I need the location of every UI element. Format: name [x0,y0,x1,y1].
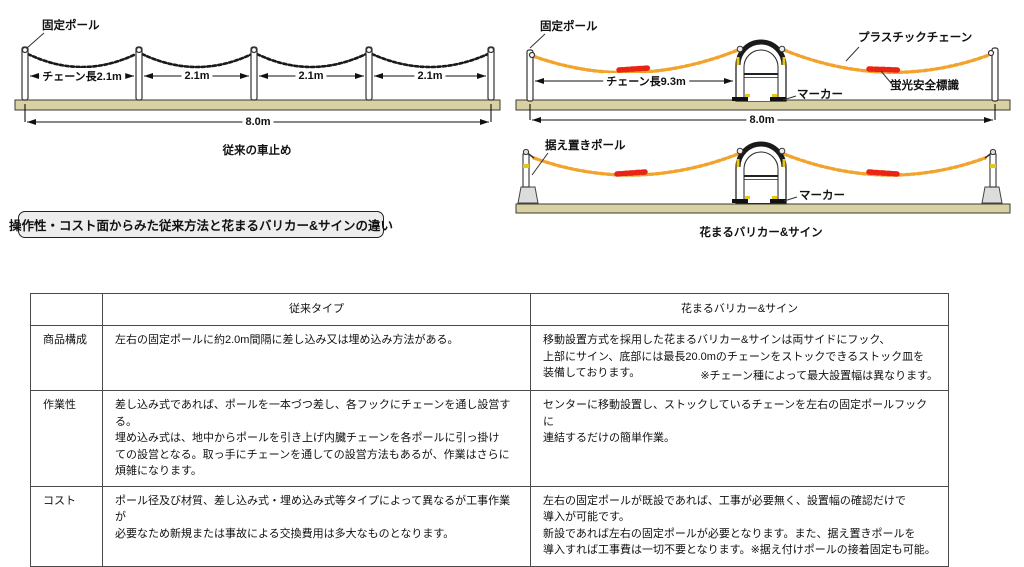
hanamaru-standing-diagram-svg [515,141,1011,214]
hook-icon [736,45,744,53]
ground-bar [515,203,1011,214]
cell-traditional: 差し込み式であれば、ポールを一本づつ差し、各フックにチェーンを通し設営する。 埋… [102,390,531,487]
safety-sign-label: 蛍光安全標識 [890,80,959,92]
table-row: コスト ポール径及び材質、差し込み式・埋め込み式等タイプによって異なるが工事作業… [30,485,949,567]
traditional-caption: 従来の車止め [222,145,292,157]
hook-icon [778,45,786,53]
chain-length-dim: チェーン長2.1m [39,68,125,84]
cell-note: ※チェーン種によって最大設置幅は異なります。 [700,369,938,382]
fixed-poles [21,46,495,101]
marker-label: マーカー [799,190,845,202]
fixed-poles [526,47,999,102]
leader-lines [531,152,798,202]
cell-traditional: ポール径及び材質、差し込み式・埋め込み式等タイプによって異なるが工事作業が 必要… [102,485,531,567]
span-dim: 2.1m [414,70,446,82]
row-label: 商品構成 [30,325,103,391]
barricade-arch [732,141,787,204]
section-title-box: 操作性・コスト面からみた従来方法と花まるバリカー&サインの違い [9,211,393,238]
span-dim: 2.1m [295,70,327,82]
standing-pole-left [517,148,539,204]
cell-hanamaru: 移動設置方式を採用した花まるバリカー&サインは両サイドにフック、 上部にサイン、… [530,325,949,391]
cell-text: 移動設置方式を採用した花まるバリカー&サインは両サイドにフック、 上部にサイン、… [543,334,925,379]
fluorescent-marks [616,65,902,73]
cell-text: センターに移動設置し、ストックしているチェーンを左右の固定ポールフックに 連結す… [543,399,928,444]
comparison-table: 従来タイプ 花まるバリカー&サイン 商品構成 左右の固定ポールに約2.0m間隔に… [30,293,949,567]
standing-pole-label: 据え置きポール [545,140,626,152]
cell-text: 差し込み式であれば、ポールを一本づつ差し、各フックにチェーンを通し設営する。 埋… [115,399,511,477]
table-row: 作業性 差し込み式であれば、ポールを一本づつ差し、各フックにチェーンを通し設営す… [30,390,949,487]
cell-text: ポール径及び材質、差し込み式・埋め込み式等タイプによって異なるが工事作業が 必要… [115,494,511,540]
hook-icon [736,147,744,155]
standing-pole-right [981,148,1003,204]
hanamaru-fixed-diagram-svg [515,33,1011,123]
cell-traditional: 左右の固定ポールに約2.0m間隔に差し込み又は埋め込み方法がある。 [102,325,531,391]
row-label: 作業性 [30,390,103,487]
fixed-pole-label: 固定ポール [540,21,598,33]
fixed-pole-label: 固定ポール [42,20,100,32]
hook-icon [778,147,786,155]
hanamaru-caption: 花まるバリカー&サイン [699,227,823,239]
cell-text: 左右の固定ポールが既設であれば、工事が必要無く、設置幅の確認だけで 導入が可能で… [543,494,936,557]
cell-hanamaru: 左右の固定ポールが既設であれば、工事が必要無く、設置幅の確認だけで 導入が可能で… [530,485,949,567]
section-title: 操作性・コスト面からみた従来方法と花まるバリカー&サインの違い [8,219,394,233]
row-label: コスト [30,485,103,567]
plastic-chain-label: プラスチックチェーン [858,32,973,44]
barricade-arch [732,39,787,102]
traditional-diagram-svg [14,32,501,125]
col-header-traditional: 従来タイプ [102,293,531,326]
fluorescent-marks [614,169,900,177]
total-width-dim: 8.0m [242,116,274,128]
marker-label: マーカー [797,89,843,101]
span-dim: 2.1m [181,70,213,82]
total-width-dim: 8.0m [746,114,778,126]
black-chain [26,52,490,69]
corner-cell [30,293,103,326]
leader-lines [529,33,892,101]
cell-hanamaru: センターに移動設置し、ストックしているチェーンを左右の固定ポールフックに 連結す… [530,390,949,487]
ground-bar [14,99,501,111]
col-header-hanamaru: 花まるバリカー&サイン [530,293,949,326]
cell-text: 左右の固定ポールに約2.0m間隔に差し込み又は埋め込み方法がある。 [115,334,459,346]
leader-line [26,32,45,49]
table-row: 商品構成 左右の固定ポールに約2.0m間隔に差し込み又は埋め込み方法がある。 移… [30,325,949,391]
chain-length-dim: チェーン長9.3m [603,73,689,89]
table-header-row: 従来タイプ 花まるバリカー&サイン [30,293,949,326]
